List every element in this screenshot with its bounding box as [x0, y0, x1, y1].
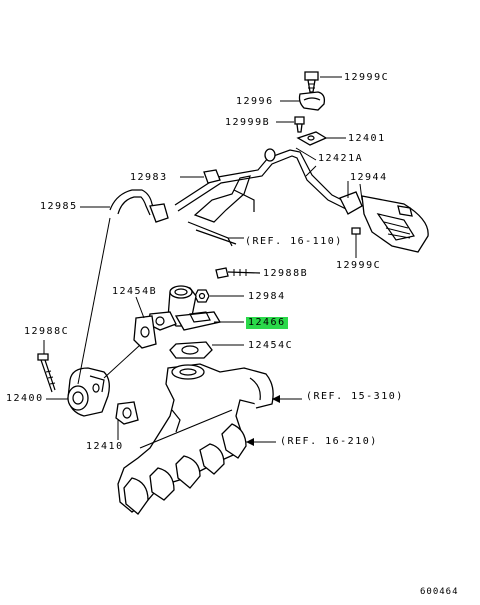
leader-hose-to-valve — [77, 217, 111, 385]
label-12421a: 12421A — [318, 153, 364, 164]
label-ref-15-310: (REF. 15-310) — [306, 391, 404, 402]
label-12401: 12401 — [348, 133, 386, 144]
hose-12985 — [109, 189, 169, 223]
exhaust-manifold — [117, 363, 274, 515]
label-ref-16-110: (REF. 16-110) — [245, 236, 343, 247]
gasket-12410 — [115, 401, 139, 425]
gasket-12454b — [133, 315, 157, 349]
label-12999c-bottom: 12999C — [336, 260, 382, 271]
label-12988c: 12988C — [24, 326, 70, 337]
label-12983: 12983 — [130, 172, 168, 183]
label-12400: 12400 — [6, 393, 44, 404]
label-12454c: 12454C — [248, 340, 294, 351]
nut-12984 — [194, 289, 210, 303]
label-12996: 12996 — [236, 96, 274, 107]
bolt-12999c-top — [304, 71, 319, 93]
bracket-12401 — [296, 131, 328, 146]
label-12988b: 12988B — [263, 268, 309, 279]
diagram-code: 600464 — [420, 587, 459, 597]
bolt-12988c — [37, 353, 56, 393]
label-12466-highlighted[interactable]: 12466 — [246, 317, 288, 329]
egr-pipe-12466 — [147, 285, 222, 331]
gasket-12454c — [169, 341, 213, 359]
label-12985: 12985 — [40, 201, 78, 212]
leader-gasket-to-valve — [103, 344, 141, 379]
vacuum-pipe — [174, 148, 349, 212]
clip-12996 — [298, 91, 326, 111]
label-12454b: 12454B — [112, 286, 158, 297]
egr-valve-12400 — [67, 367, 110, 417]
label-ref-16-210: (REF. 16-210) — [280, 436, 378, 447]
bolt-12999b — [294, 116, 305, 133]
label-12999c-top: 12999C — [344, 72, 390, 83]
label-12410: 12410 — [86, 441, 124, 452]
bolt-12988b — [215, 267, 261, 279]
label-12984: 12984 — [248, 291, 286, 302]
label-12999b: 12999B — [225, 117, 271, 128]
solenoid-12944 — [339, 191, 429, 253]
pipe-ref-16-110 — [187, 175, 255, 247]
label-12944: 12944 — [350, 172, 388, 183]
bolt-12999c-bottom — [351, 227, 361, 258]
